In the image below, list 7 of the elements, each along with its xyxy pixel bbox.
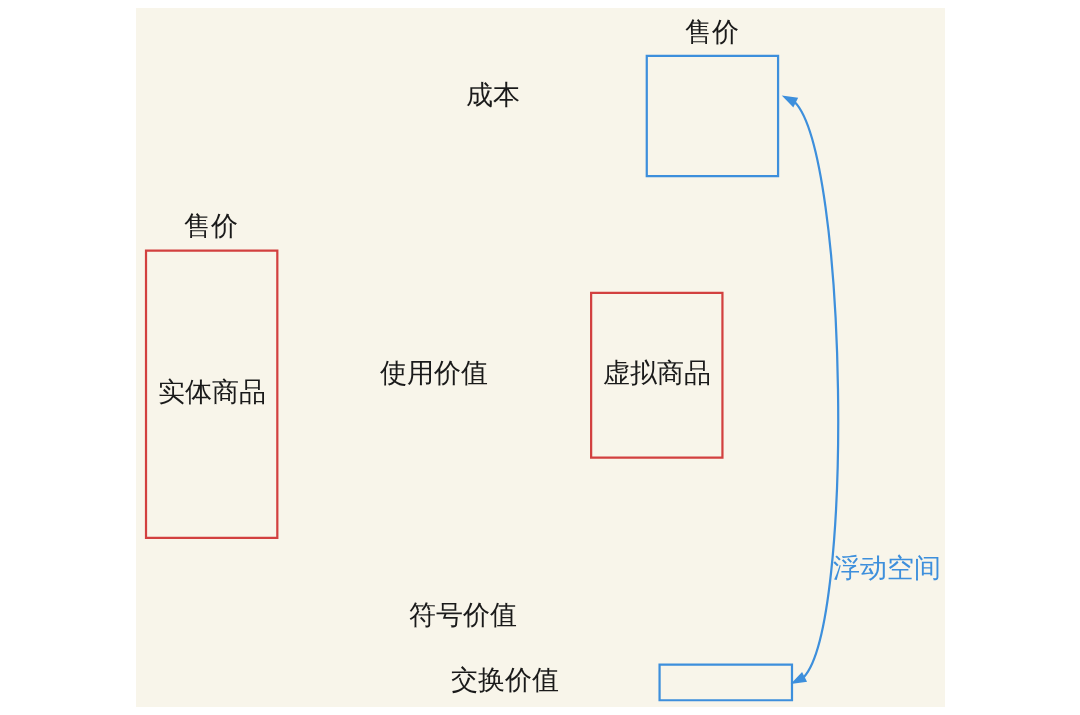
label: 成本 [465,79,520,111]
label: 使用价值 [379,357,488,389]
node-label: 售价 [684,15,739,47]
node-label: 售价 [183,210,238,242]
label: 符号价值 [408,598,517,630]
edge-label: 浮动空间 [832,551,941,583]
label: 交换价值 [450,664,559,696]
